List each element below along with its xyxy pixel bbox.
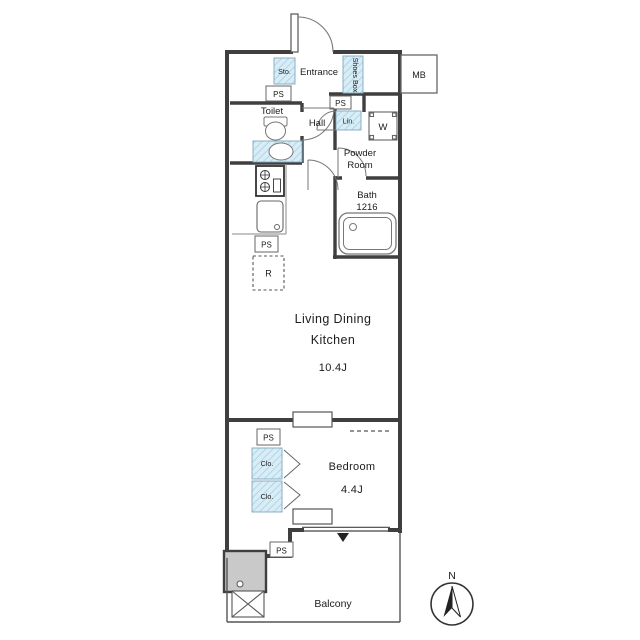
toilet-door-arc [301,107,335,141]
powder-door-arc [337,147,367,178]
meter-box [400,54,438,94]
ps-label-hall: PS [335,99,346,108]
kitchen-sink [256,200,284,233]
balcony-outline [226,533,401,623]
entrance-door-leaf [290,13,299,53]
ps-label-bedroom: PS [263,434,274,443]
washbasin-bowl [268,142,294,161]
sto-label: Sto. [278,67,291,76]
balcony-label: Balcony [314,598,352,610]
bathtub [338,212,397,255]
toilet-fixture [263,116,288,141]
entrance-storage [273,57,296,85]
lin-label: Lin. [343,117,355,126]
balcony-drain [236,580,244,588]
bedroom-lower-panel [292,508,333,525]
closet-lower [251,480,283,513]
closet-lower-label: Clo. [261,492,274,501]
pipe-spaces [254,85,352,558]
north-label: N [448,570,456,582]
washing-machine-pan [368,111,398,141]
closet-upper-label: Clo. [261,459,274,468]
bath-label: Bath [357,190,377,201]
bedroom-sliding-door [292,411,333,428]
mb-label: MB [412,70,426,80]
refrigerator-label: R [265,269,272,279]
bath-size-label: 1216 [356,202,377,213]
bedroom-label: Bedroom [329,461,376,473]
ldk-size-label: 10.4J [319,362,347,374]
bedroom-size-label: 4.4J [341,484,363,496]
ldk-label-2: Kitchen [311,333,356,347]
closet-upper [251,447,283,480]
closet-folding-doors [283,449,301,510]
washer-label: W [379,122,388,133]
shoes-box-label: Shoes Box [351,58,360,93]
balcony-equipment-pad [231,590,265,618]
entrance-label: Entrance [300,67,338,78]
north-compass-icon [430,582,474,626]
ldk-label-1: Living Dining [295,312,372,326]
ldk-door-arc [307,159,339,191]
stove-icon [255,165,285,197]
refrigerator-space [252,255,285,291]
ps-label-kitchen: PS [261,241,272,250]
hall-label: Hall [309,118,325,129]
bedroom-window [302,526,390,532]
ps-label-bottom: PS [276,547,287,556]
kitchen-counter-edge [232,164,287,235]
ps-label-entrance: PS [273,90,284,99]
toilet-label: Toilet [261,106,284,117]
powder-room-label-1: Powder [344,148,376,159]
linen-door-arc [316,110,337,131]
shoes-box [342,55,364,94]
powder-room-label-2: Room [347,160,372,171]
door-arcs [301,107,367,191]
entrance-door-arc [297,16,334,53]
linen-storage [335,110,362,131]
structural-column [222,549,268,594]
window-direction-marker [337,533,349,542]
